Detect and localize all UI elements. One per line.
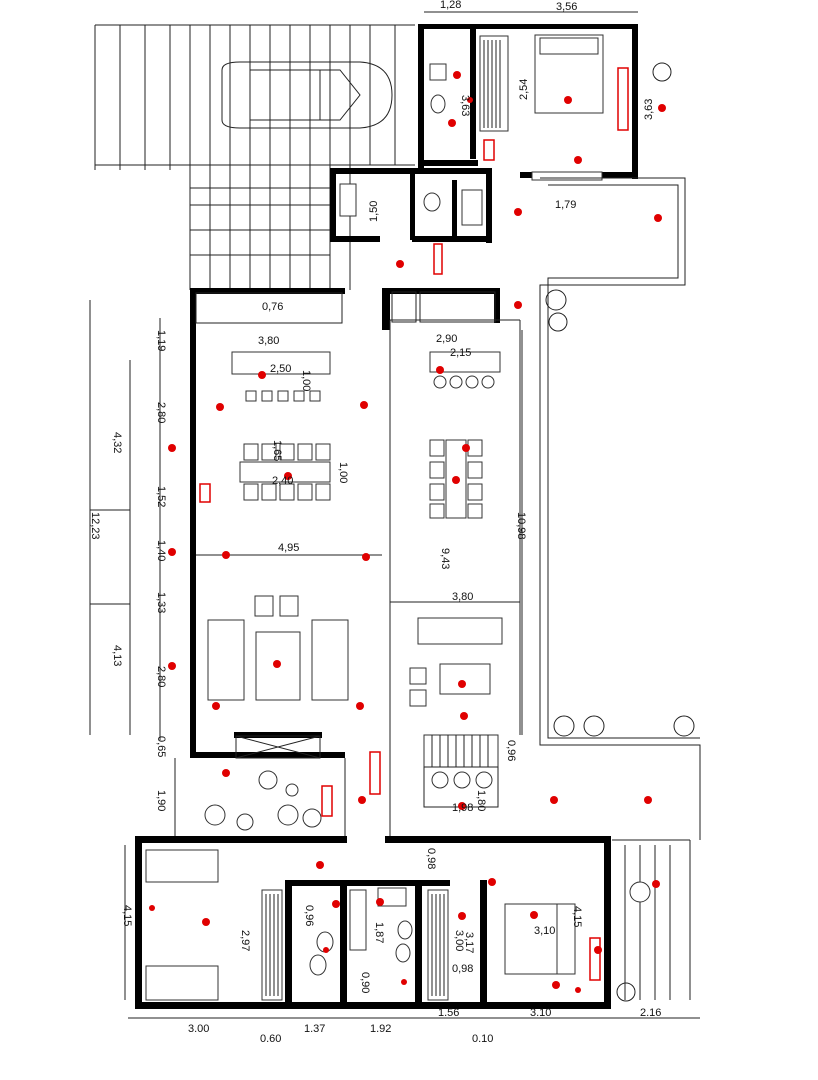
dim-dining-gap: 1,65 <box>271 440 283 461</box>
car-icon <box>221 61 393 129</box>
dim-bottom-5: 1.56 <box>438 1007 459 1019</box>
dim-left-5: 12,23 <box>89 512 101 540</box>
kitchen-dining <box>231 351 501 519</box>
dim-left-2: 2,80 <box>155 402 167 423</box>
dim-left-8: 4,13 <box>111 645 123 666</box>
carport <box>94 24 415 290</box>
dim-bath-c: 0,90 <box>359 972 371 993</box>
dim-suite-bottom: 1,79 <box>555 199 576 211</box>
dim-left-9: 2,80 <box>155 666 167 687</box>
dim-dining-depth: 1,00 <box>337 462 349 483</box>
dim-stair-depth: 1,80 <box>475 790 487 811</box>
dim-left-1: 1,19 <box>155 330 167 351</box>
dim-bottom-8: 2.16 <box>640 1007 661 1019</box>
dim-suite-right: 3,63 <box>643 99 655 120</box>
electrical-symbols <box>149 67 666 993</box>
dim-kitchen-width: 3,80 <box>258 335 279 347</box>
dim-bed2-vertical: 4,15 <box>571 906 583 927</box>
dim-gallery-length: 10,98 <box>515 512 527 540</box>
dim-top-2: 3,56 <box>556 1 577 13</box>
dim-bed2-width: 3,10 <box>534 925 555 937</box>
dim-island-depth: 1,00 <box>300 370 312 391</box>
bedroom-wing <box>135 836 691 1009</box>
dim-dining-table: 2,40 <box>272 475 293 487</box>
dim-bed2-a: 0,98 <box>425 848 437 869</box>
top-suite <box>330 24 638 243</box>
dim-bed2-b: 3,17 <box>463 932 475 953</box>
dim-bed2-c: 3,00 <box>453 930 465 951</box>
dim-left-12: 4,15 <box>121 905 133 926</box>
dim-bottom-4: 1.92 <box>370 1023 391 1035</box>
dim-left-6: 1,40 <box>155 540 167 561</box>
dim-kitchen-counter: 0,76 <box>262 301 283 313</box>
living-room <box>207 595 503 808</box>
dim-bath-b: 1,87 <box>373 922 385 943</box>
dim-bath-a: 0,96 <box>303 905 315 926</box>
dim-bottom-2: 0.60 <box>260 1033 281 1045</box>
dim-island: 2,50 <box>270 363 291 375</box>
dimension-lines <box>89 11 700 1019</box>
dim-bed2-d: 0,98 <box>452 963 473 975</box>
dim-suite-vertical: 2,54 <box>518 79 530 100</box>
patio <box>174 758 346 840</box>
dim-stair-width: 1,98 <box>452 802 473 814</box>
dim-bottom-6: 3.10 <box>530 1007 551 1019</box>
dim-stair-side: 0,96 <box>505 740 517 761</box>
dim-gallery-mid: 9,43 <box>439 548 451 569</box>
dimension-labels: 1,28 3,56 3,63 2,54 3,63 1,79 1,50 0,76 … <box>89 0 661 1045</box>
dim-left-3: 4,32 <box>111 432 123 453</box>
dim-bottom-1: 3.00 <box>188 1023 209 1035</box>
dim-garage-vertical: 3,63 <box>459 95 471 116</box>
dim-living-width: 4,95 <box>278 542 299 554</box>
dim-left-10: 0,65 <box>155 736 167 757</box>
dim-left-7: 1,33 <box>155 592 167 613</box>
dim-tv-width: 3,80 <box>452 591 473 603</box>
dim-left-11: 1,90 <box>155 790 167 811</box>
dim-top-1: 1,28 <box>440 0 461 11</box>
plant-icons <box>545 62 695 1002</box>
dim-laundry-vertical: 1,50 <box>368 201 380 222</box>
dim-left-4: 1,52 <box>155 486 167 507</box>
dim-bottom-7: 0.10 <box>472 1033 493 1045</box>
dim-gallery-inner: 2,15 <box>450 347 471 359</box>
dim-gallery-width: 2,90 <box>436 333 457 345</box>
dim-bottom-3: 1.37 <box>304 1023 325 1035</box>
dim-bed1-vertical: 2,97 <box>239 930 251 951</box>
